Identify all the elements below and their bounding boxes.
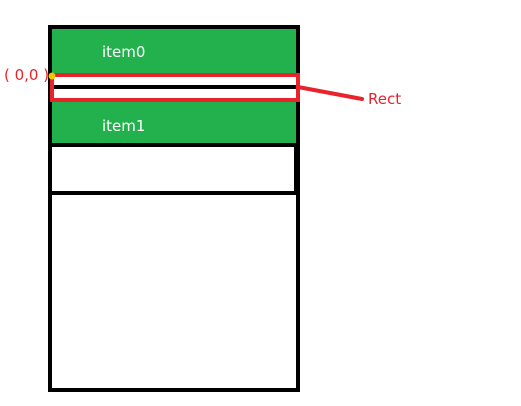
item1-label: item1 [102,117,145,135]
empty-item-row [48,143,298,195]
item-divider [52,85,296,89]
origin-label: ( 0,0 ) [4,66,49,84]
rect-label: Rect [368,90,401,108]
item1-block [52,101,296,143]
origin-dot [48,72,56,80]
item0-label: item0 [102,43,145,61]
list-container [48,25,300,392]
rect-pointer-line [296,85,364,101]
item0-block [52,29,296,74]
